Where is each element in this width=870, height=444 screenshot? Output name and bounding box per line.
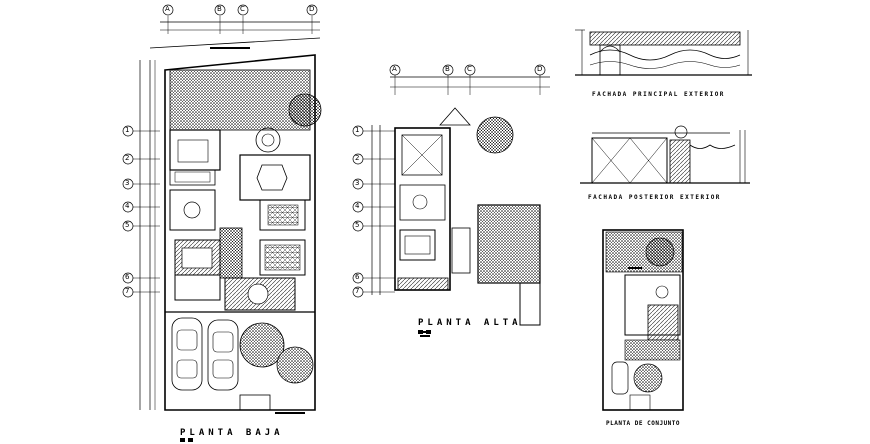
planta-baja-title: PLANTA BAJA bbox=[180, 428, 284, 438]
axis-label-1: 1 bbox=[125, 126, 130, 134]
alta-axis-label-a: A bbox=[392, 65, 397, 73]
axis-label-6: 6 bbox=[125, 273, 130, 281]
title-scale-marks bbox=[180, 330, 431, 442]
alta-axis-label-6: 6 bbox=[355, 273, 360, 281]
alta-axis-label-d: D bbox=[537, 65, 543, 73]
axis-label-5: 5 bbox=[125, 221, 130, 229]
fachada-posterior-title: FACHADA POSTERIOR EXTERIOR bbox=[588, 194, 721, 201]
axis-label-a: A bbox=[165, 5, 170, 13]
planta-conjunto-title: PLANTA DE CONJUNTO bbox=[606, 420, 681, 427]
planta-conjunto-drawing bbox=[602, 229, 684, 411]
axis-label-3: 3 bbox=[125, 179, 130, 187]
axis-label-d: D bbox=[309, 5, 315, 13]
axis-label-7: 7 bbox=[125, 287, 130, 295]
axis-label-4: 4 bbox=[125, 202, 130, 210]
planta-baja-drawing bbox=[122, 4, 322, 414]
alta-axis-label-c: C bbox=[467, 65, 472, 73]
axis-label-b: B bbox=[217, 5, 222, 13]
alta-axis-label-1: 1 bbox=[355, 126, 360, 134]
alta-axis-label-b: B bbox=[445, 65, 450, 73]
alta-axis-label-5: 5 bbox=[355, 221, 360, 229]
alta-axis-label-7: 7 bbox=[355, 287, 360, 295]
alta-axis-label-3: 3 bbox=[355, 179, 360, 187]
fachada-posterior-drawing bbox=[580, 125, 750, 184]
fachada-principal-drawing bbox=[575, 29, 752, 76]
alta-axis-label-2: 2 bbox=[355, 154, 360, 162]
planta-alta-title: PLANTA ALTA bbox=[418, 318, 522, 328]
alta-axis-label-4: 4 bbox=[355, 202, 360, 210]
planta-alta-drawing bbox=[352, 64, 550, 337]
axis-label-2: 2 bbox=[125, 154, 130, 162]
fachada-principal-title: FACHADA PRINCIPAL EXTERIOR bbox=[592, 91, 725, 98]
axis-label-c: C bbox=[240, 5, 245, 13]
